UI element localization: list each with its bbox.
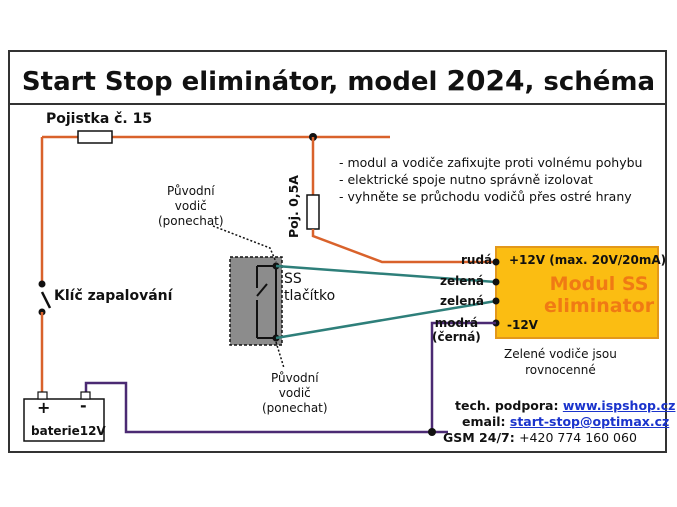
- label-line: SS: [284, 271, 302, 287]
- label-line: modrá: [434, 316, 479, 330]
- label-line: vodič: [278, 386, 311, 400]
- support-contacts: tech. podpora: www.ispshop.cz email: sta…: [443, 398, 675, 446]
- ss-button-label: SS tlačítko: [284, 271, 335, 305]
- callout-top: [212, 225, 277, 263]
- label-line: tlačítko: [284, 288, 336, 304]
- email-link[interactable]: start-stop@optimax.cz: [509, 414, 670, 429]
- ss-switch-blade: [256, 283, 268, 297]
- blue-wire: [430, 321, 496, 432]
- label-line: (ponechat): [262, 401, 328, 415]
- label-line: eliminator: [544, 295, 655, 317]
- note-line: - modul a vodiče zafixujte proti volnému…: [339, 155, 643, 170]
- original-wire-top-label: Původní vodič (ponechat): [158, 184, 224, 229]
- title-suffix: , schéma: [524, 67, 656, 97]
- callout-bottom: [275, 341, 285, 369]
- ignition-key-label: Klíč zapalování: [54, 288, 173, 304]
- ss-switch-wire: [257, 265, 277, 339]
- title-divider: [8, 103, 667, 105]
- wire-label-green-1: zelená: [440, 274, 485, 288]
- wire-label-blue: modrá (černá): [432, 316, 481, 344]
- tech-support-row: tech. podpora: www.ispshop.cz: [453, 398, 675, 414]
- label-line: Původní: [166, 184, 215, 198]
- module-plus-label: +12V (max. 20V/20mA): [509, 253, 667, 267]
- gsm-value: +420 774 160 060: [519, 430, 637, 445]
- label-line: (ponechat): [158, 214, 224, 228]
- fuse-15-label: Pojistka č. 15: [46, 111, 153, 127]
- green-wire-1: [275, 264, 497, 284]
- title-year: 2024: [446, 64, 525, 97]
- tech-support-label: tech. podpora:: [455, 398, 559, 413]
- label-line: (černá): [432, 330, 481, 344]
- module-minus-label: -12V: [507, 318, 538, 332]
- battery-body: [23, 398, 105, 442]
- ground-junction: [428, 428, 436, 436]
- module-terminal-green2: [492, 297, 500, 305]
- gsm-label: GSM 24/7:: [443, 430, 515, 445]
- module-name: Modul SS eliminator: [544, 273, 654, 317]
- label-line: rovnocenné: [525, 363, 596, 377]
- wire-label-green-2: zelená: [440, 294, 485, 308]
- diagram-title: Start Stop eliminátor, model 2024, schém…: [0, 64, 677, 97]
- ground-wire: [84, 381, 448, 434]
- fuse-15: [77, 130, 113, 144]
- email-row: email: start-stop@optimax.cz: [453, 414, 675, 430]
- battery-terminal-plus: [37, 391, 48, 400]
- module-terminal-plus: [492, 258, 500, 266]
- installation-notes: - modul a vodiče zafixujte proti volnému…: [339, 154, 642, 205]
- label-line: vodič: [174, 199, 207, 213]
- label-line: Modul SS: [549, 273, 649, 295]
- note-line: - vyhněte se průchodu vodičů přes ostré …: [339, 189, 632, 204]
- fuse-0-5a-label: Poj. 0,5A: [286, 175, 301, 238]
- diagram-frame: [8, 50, 667, 453]
- module-ss-box: [495, 246, 659, 339]
- title-main: Start Stop eliminátor, model: [21, 67, 438, 97]
- label-line: Původní: [270, 371, 319, 385]
- green-wire-2: [275, 299, 497, 340]
- ignition-switch-blade: [40, 291, 52, 309]
- wire-label-red: rudá: [461, 253, 493, 267]
- battery-label: baterie12V: [31, 424, 106, 438]
- email-label: email:: [462, 414, 506, 429]
- note-line: - elektrické spoje nutno správně izolova…: [339, 172, 593, 187]
- battery-minus-sign: -: [80, 396, 87, 415]
- fuse-0-5a: [306, 194, 320, 230]
- green-wires-note: Zelené vodiče jsou rovnocenné: [504, 346, 617, 378]
- battery-plus-sign: +: [37, 398, 51, 417]
- original-wire-bottom-label: Původní vodič (ponechat): [262, 371, 328, 416]
- gsm-row: GSM 24/7: +420 774 160 060: [443, 430, 675, 446]
- module-terminal-green1: [492, 278, 500, 286]
- label-line: Zelené vodiče jsou: [504, 347, 617, 361]
- ignition-contact-top: [38, 280, 46, 288]
- battery-terminal-minus: [80, 391, 91, 400]
- tech-support-link[interactable]: www.ispshop.cz: [562, 398, 676, 413]
- red-wire: [311, 229, 496, 264]
